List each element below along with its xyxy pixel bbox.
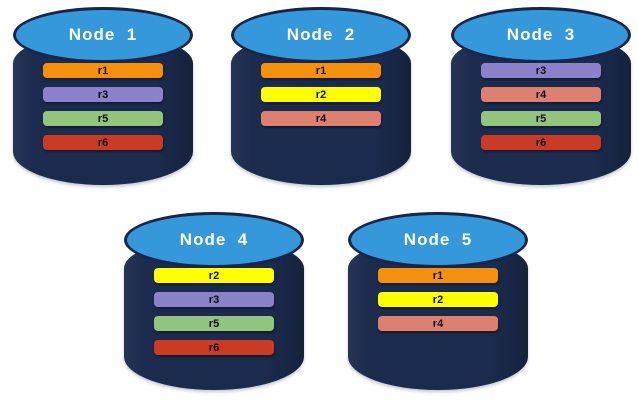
replica-list: r2 r3 r5 r6 xyxy=(154,268,274,364)
replica-list: r1 r2 r4 xyxy=(261,63,381,135)
node-label: Node 2 xyxy=(286,25,356,44)
replica-bar[interactable]: r3 xyxy=(481,63,601,78)
cylinder-top-ellipse xyxy=(13,7,193,63)
replica-bar[interactable]: r4 xyxy=(378,316,498,331)
node-label: Node 5 xyxy=(403,230,473,249)
database-node-3[interactable]: Node 3 r3 r4 r5 r6 xyxy=(451,7,631,185)
replica-list: r1 r2 r4 xyxy=(378,268,498,340)
replica-bar[interactable]: r4 xyxy=(481,87,601,102)
replica-bar[interactable]: r3 xyxy=(43,87,163,102)
database-node-2[interactable]: Node 2 r1 r2 r4 xyxy=(231,7,411,185)
replica-bar[interactable]: r1 xyxy=(378,268,498,283)
cylinder-top-ellipse xyxy=(231,7,411,63)
replica-bar[interactable]: r5 xyxy=(43,111,163,126)
replica-bar[interactable]: r3 xyxy=(154,292,274,307)
replica-bar[interactable]: r5 xyxy=(154,316,274,331)
replica-bar[interactable]: r6 xyxy=(154,340,274,355)
node-label: Node 1 xyxy=(68,25,138,44)
replica-bar[interactable]: r6 xyxy=(43,135,163,150)
replica-bar[interactable]: r2 xyxy=(378,292,498,307)
database-node-1[interactable]: Node 1 r1 r3 r5 r6 xyxy=(13,7,193,185)
cylinder-top-ellipse xyxy=(451,7,631,63)
replica-list: r3 r4 r5 r6 xyxy=(481,63,601,159)
node-label: Node 3 xyxy=(506,25,576,44)
node-label: Node 4 xyxy=(179,230,249,249)
replica-bar[interactable]: r4 xyxy=(261,111,381,126)
replica-list: r1 r3 r5 r6 xyxy=(43,63,163,159)
database-node-5[interactable]: Node 5 r1 r2 r4 xyxy=(348,212,528,390)
database-node-4[interactable]: Node 4 r2 r3 r5 r6 xyxy=(124,212,304,390)
replica-bar[interactable]: r2 xyxy=(154,268,274,283)
replica-bar[interactable]: r2 xyxy=(261,87,381,102)
replica-bar[interactable]: r6 xyxy=(481,135,601,150)
cylinder-top-ellipse xyxy=(124,212,304,268)
replica-bar[interactable]: r1 xyxy=(261,63,381,78)
replica-bar[interactable]: r5 xyxy=(481,111,601,126)
replica-bar[interactable]: r1 xyxy=(43,63,163,78)
cylinder-top-ellipse xyxy=(348,212,528,268)
